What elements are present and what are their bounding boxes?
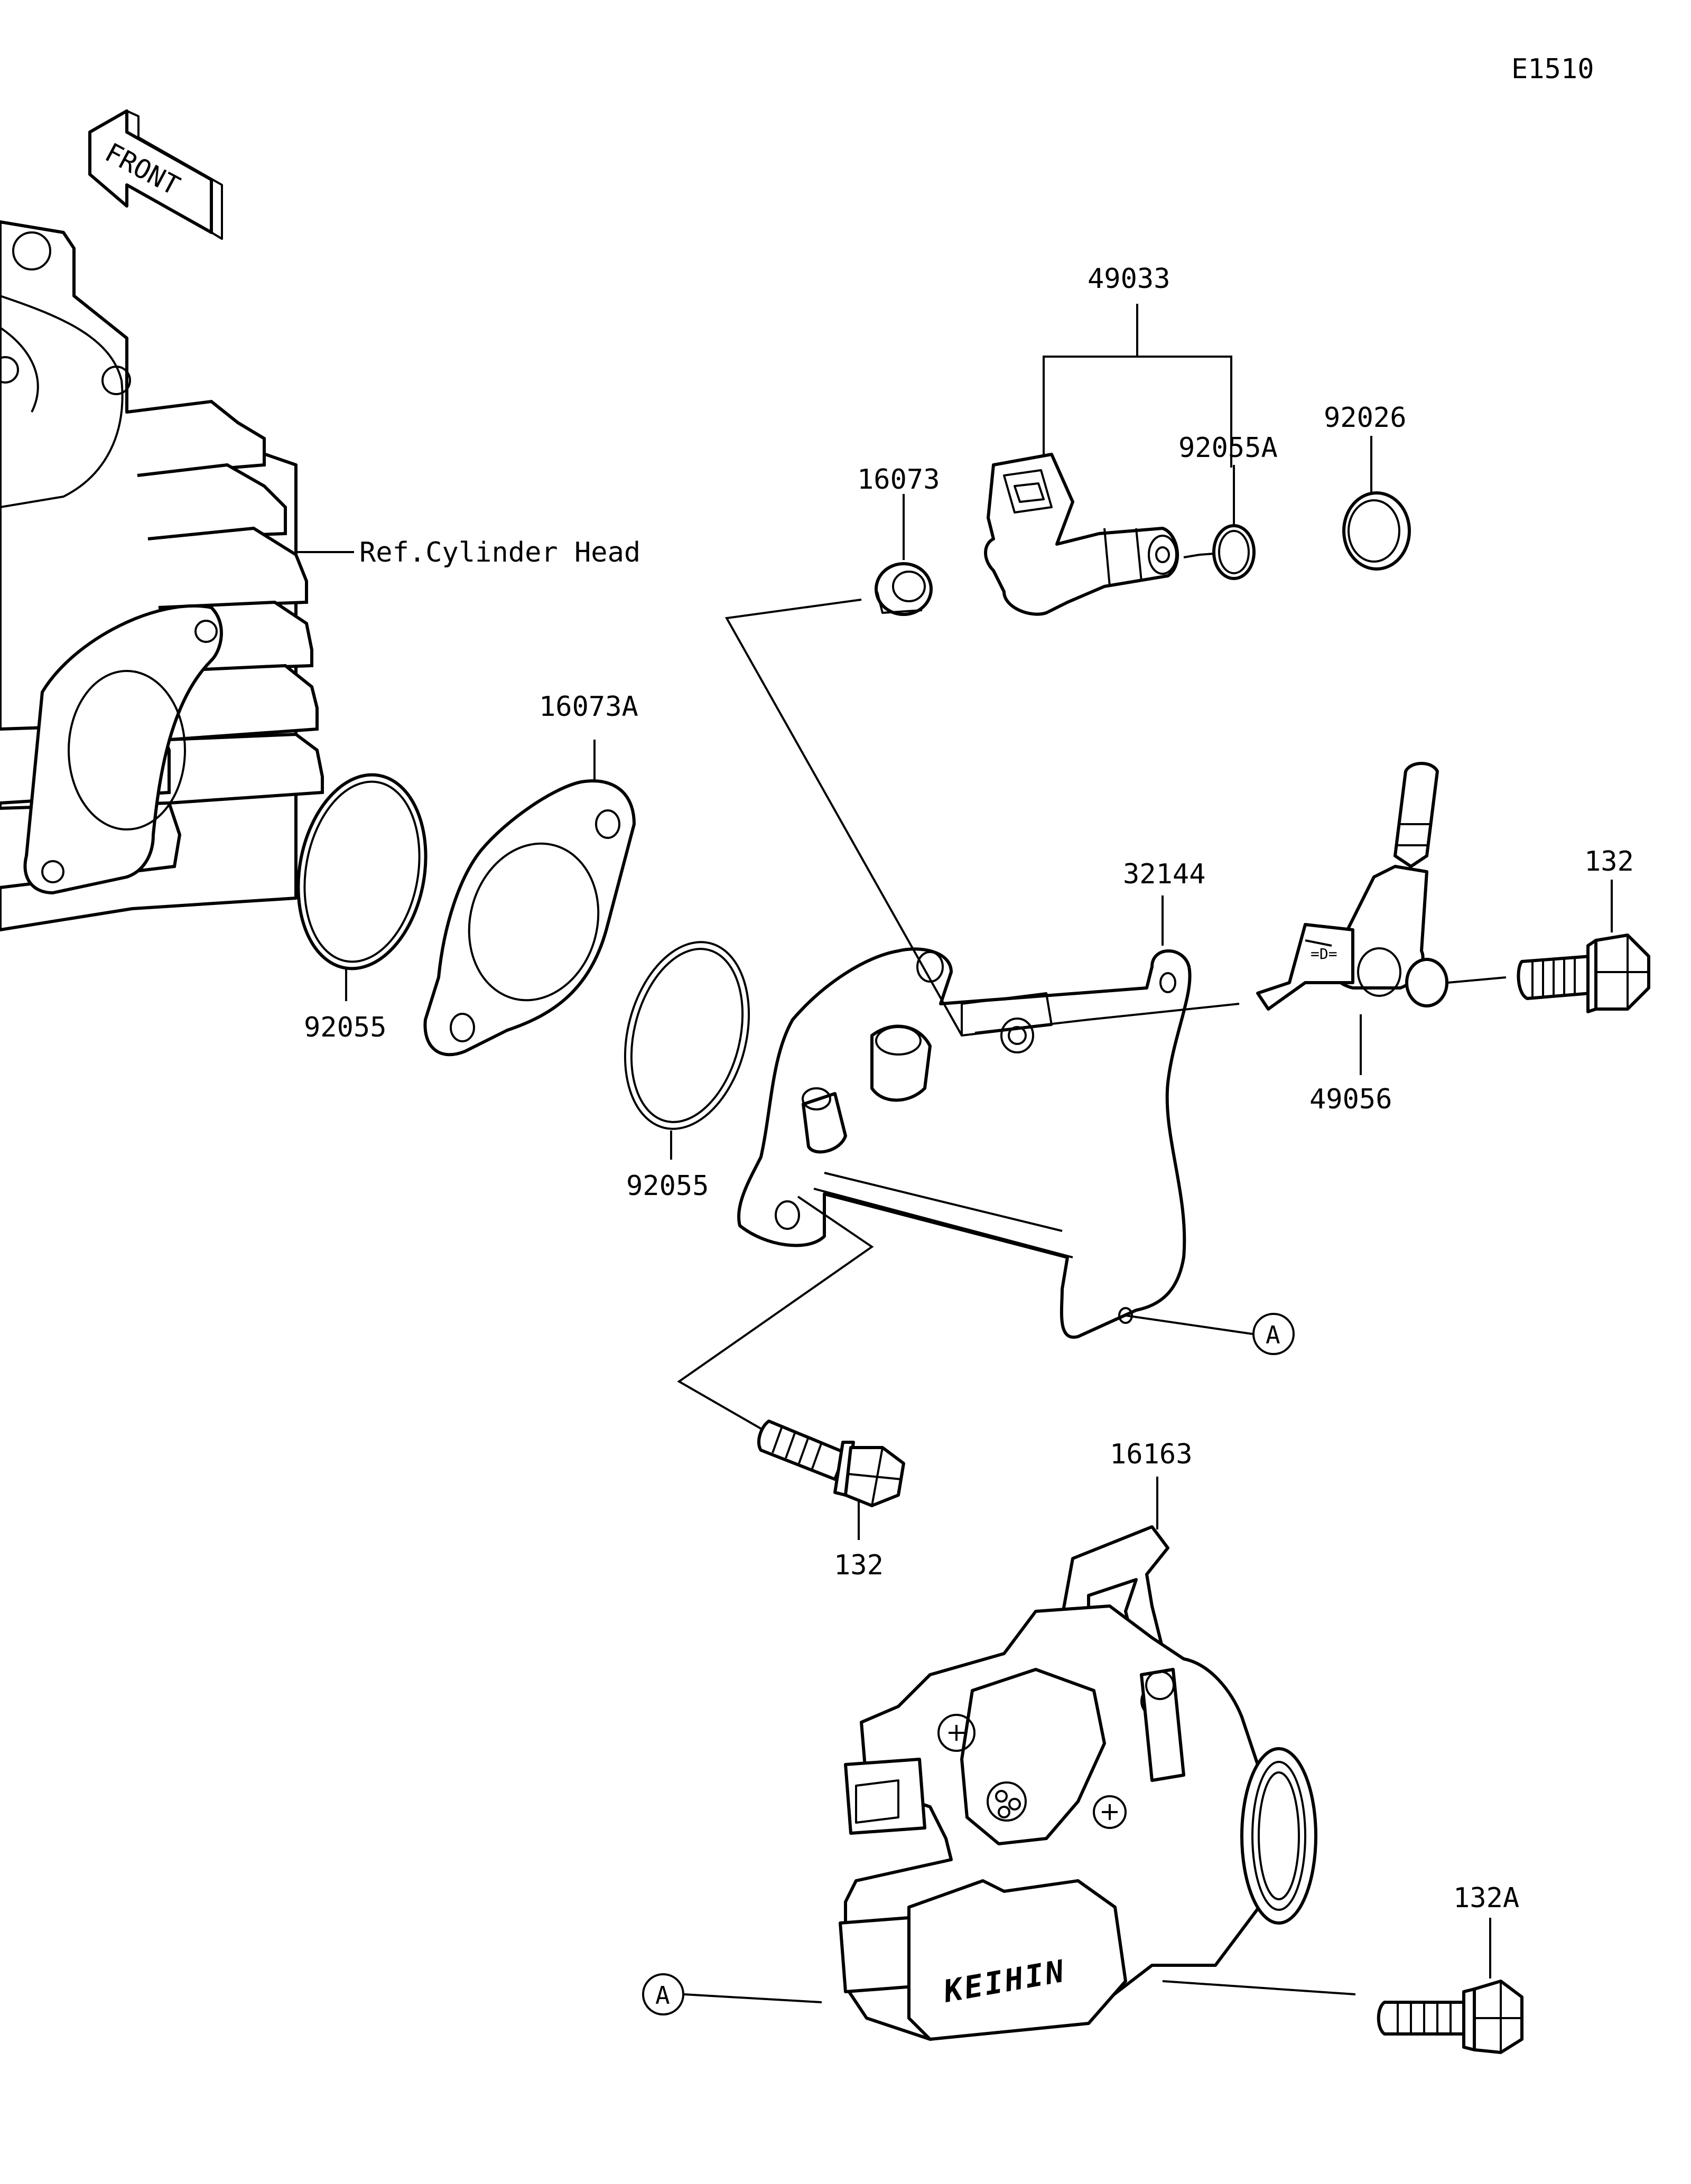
part-132A: 132A — [1453, 1882, 1519, 1914]
reference-label: Ref.Cylinder Head — [359, 537, 640, 568]
svg-text:A: A — [655, 1981, 670, 2010]
washer-icon — [1212, 524, 1256, 580]
part-92055A: 92055A — [1178, 432, 1278, 464]
insulator-gasket-icon — [423, 779, 636, 1057]
part-132-lower: 132 — [834, 1550, 884, 1581]
washer-icon — [1405, 958, 1448, 1007]
bolt-icon — [1517, 934, 1650, 1013]
callout-a-marker: A — [642, 1973, 684, 2015]
part-32144: 32144 — [1123, 858, 1206, 890]
part-49033: 49033 — [1088, 263, 1170, 295]
callout-a-marker: A — [1252, 1313, 1295, 1355]
part-92055-left: 92055 — [304, 1012, 387, 1043]
throttle-body-icon: KEIHIN — [839, 1525, 1317, 2041]
part-132-right: 132 — [1584, 846, 1634, 878]
part-49056: 49056 — [1309, 1084, 1392, 1115]
washer-icon — [1342, 491, 1411, 571]
part-92055-mid: 92055 — [626, 1170, 709, 1202]
svg-text:A: A — [1266, 1321, 1280, 1349]
o-ring-icon — [296, 773, 428, 970]
bolt-icon — [1377, 1980, 1523, 2054]
svg-text:=D=: =D= — [1311, 945, 1337, 963]
front-arrow-icon: FRONT — [88, 109, 223, 240]
part-16163: 16163 — [1110, 1439, 1193, 1470]
injector-icon — [984, 453, 1179, 616]
fuel-connector-icon: =D= — [1256, 762, 1439, 1011]
bolt-icon — [757, 1420, 905, 1507]
seal-icon — [875, 562, 933, 616]
diagram-code: E1510 — [1511, 53, 1594, 85]
part-16073: 16073 — [857, 464, 940, 496]
part-16073A: 16073A — [539, 691, 638, 723]
part-92026: 92026 — [1324, 402, 1407, 434]
o-ring-icon — [624, 941, 750, 1130]
throttle-holder-icon — [737, 947, 1192, 1339]
cylinder-head-icon — [0, 220, 324, 931]
